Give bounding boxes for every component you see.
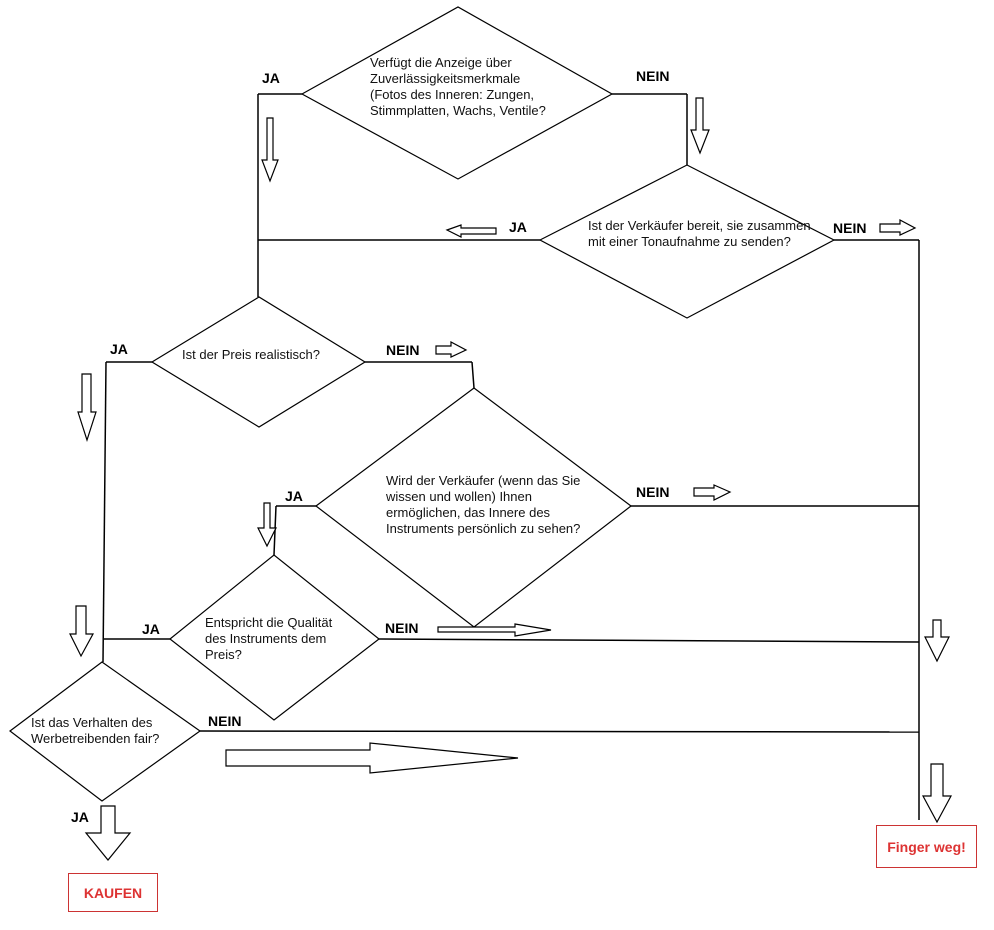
arrow-right: [437, 623, 552, 637]
connector: [199, 730, 920, 733]
question-q5-text: Entspricht die Qualität des Instruments …: [205, 615, 333, 662]
arrow-down: [921, 763, 953, 824]
arrow-down: [257, 502, 277, 548]
label-nein-q4: NEIN: [636, 484, 670, 500]
label-ja-q6: JA: [71, 809, 89, 825]
arrow-down: [69, 605, 95, 658]
connector: [102, 361, 107, 663]
question-q3-text: Ist der Preis realistisch?: [182, 347, 320, 362]
label-nein-q6: NEIN: [208, 713, 242, 729]
arrow-down: [77, 373, 97, 442]
question-q1-text: Verfügt die Anzeige über Zuverlässigkeit…: [370, 55, 546, 118]
connector: [378, 638, 920, 643]
arrow-down: [924, 619, 950, 663]
label-nein-q3: NEIN: [386, 342, 420, 358]
question-q6-text: Ist das Verhalten des Werbetreibenden fa…: [31, 715, 160, 746]
question-q4-text: Wird der Verkäufer (wenn das Sie wissen …: [386, 473, 581, 536]
label-ja-q5: JA: [142, 621, 160, 637]
arrow-down: [690, 97, 710, 155]
label-ja-q3: JA: [110, 341, 128, 357]
arrow-down: [84, 805, 132, 861]
label-nein-q5: NEIN: [385, 620, 419, 636]
arrow-right: [435, 341, 468, 358]
arrow-right: [693, 484, 732, 501]
question-q2-text: Ist der Verkäufer bereit, sie zusammen m…: [588, 218, 811, 249]
arrow-left: [445, 224, 497, 238]
outcome-reject-box: Finger weg!: [876, 825, 977, 868]
label-ja-q2: JA: [509, 219, 527, 235]
label-ja-q4: JA: [285, 488, 303, 504]
connector: [471, 361, 475, 389]
arrow-right: [225, 742, 519, 774]
label-nein-q2: NEIN: [833, 220, 867, 236]
label-ja-q1: JA: [262, 70, 280, 86]
arrow-down: [261, 117, 279, 183]
arrow-right: [879, 219, 917, 236]
label-nein-q1: NEIN: [636, 68, 670, 84]
outcome-buy-box: KAUFEN: [68, 873, 158, 912]
